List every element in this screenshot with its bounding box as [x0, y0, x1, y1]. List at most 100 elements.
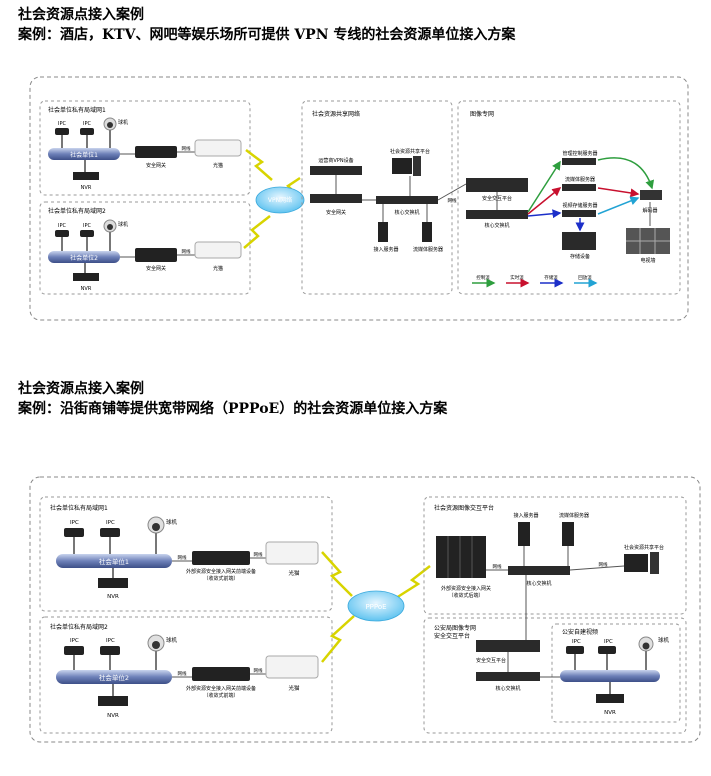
police-network-box: 公安局图像专网 安全交互平台 安全交互平台 核心交换机 公安自建视频 IPC I…	[423, 575, 687, 734]
link-label: 网线	[178, 670, 187, 677]
police-pipe	[560, 670, 660, 682]
share-platform-label: 社会资源共享平台	[624, 544, 664, 551]
police-platform-label: 安全交互平台	[476, 657, 506, 664]
share-title: 社会资源共享网络	[312, 110, 360, 118]
access-server-label: 接入服务器	[513, 512, 538, 519]
decoder-icon	[640, 190, 662, 200]
tv-wall-icon	[626, 228, 670, 254]
section2-title: 社会资源点接入案例	[18, 381, 144, 397]
modem-label: 光猫	[288, 569, 300, 577]
pppoe-label: PPPoE	[365, 603, 386, 611]
ipc-camera-icon	[64, 528, 84, 554]
share-core-switch-icon	[376, 196, 438, 204]
storage-server-icon	[562, 210, 596, 217]
ipc-camera-icon	[80, 230, 94, 251]
dome-camera-icon	[147, 634, 165, 670]
nvr-label: NVR	[107, 594, 119, 600]
diagram-vpn: 社会单位私有局域网1 社会单位1 IPC IPC 球机 NVR 安全网关 网线 …	[29, 76, 689, 321]
lan1-unit-pipe	[48, 148, 120, 160]
lan1-unit-label: 社会单位1	[99, 557, 129, 566]
police-core-switch-label: 核心交换机	[495, 685, 520, 692]
modem-label: 光猫	[288, 684, 300, 692]
lan2-unit-pipe	[48, 251, 120, 263]
lan1-unit-pipe	[56, 554, 172, 568]
ipc-label: IPC	[572, 639, 581, 645]
lan2-box-2: 社会单位私有局域网2 社会单位2 IPC IPC 球机 NVR 网线 外部资源安…	[39, 616, 333, 734]
ipc-label: IPC	[106, 520, 115, 526]
gateway-label: 外部资源安全接入网关前端设备	[186, 685, 256, 692]
lan2-unit-label: 社会单位2	[99, 673, 129, 682]
nvr-icon	[98, 578, 128, 588]
dome-label: 球机	[166, 636, 178, 644]
section2-subtitle: 案例：沿街商铺等提供宽带网络（PPPoE）的社会资源单位接入方案	[18, 401, 448, 417]
optical-modem-icon	[194, 139, 242, 157]
stream-server-icon	[562, 184, 596, 191]
link-label: 网线	[599, 561, 608, 568]
police-title: 公安局图像专网	[434, 624, 476, 632]
image-network-box: 图像专网 安全交互平台 核心交换机 管理控制服务器 流媒体服务器 视频存储服务器…	[457, 100, 681, 295]
nvr-label: NVR	[81, 185, 92, 191]
lan2-title: 社会单位私有局域网2	[48, 207, 106, 215]
link-label: 网线	[493, 563, 502, 570]
stream-server-label: 流媒体服务器	[413, 246, 443, 253]
storage-server-label: 视频存储服务器	[562, 202, 597, 209]
flow-legend: 控制流 实时流 存储流 回放流	[472, 274, 598, 288]
image-core-switch-icon	[466, 210, 528, 219]
police-core-switch-icon	[476, 672, 540, 681]
ipc-camera-icon	[100, 528, 120, 554]
ipc-camera-icon	[64, 646, 84, 670]
nvr-icon	[73, 273, 99, 281]
mgmt-server-label: 管理控制服务器	[562, 150, 597, 157]
police-platform-icon	[476, 640, 540, 652]
share-core-switch-label: 核心交换机	[394, 209, 419, 216]
storage-device-icon	[562, 232, 596, 250]
image-core-switch-label: 核心交换机	[484, 222, 509, 229]
nvr-label: NVR	[107, 713, 119, 719]
dome-label: 球机	[118, 221, 128, 228]
ipc-label: IPC	[106, 638, 115, 644]
vpn-device-label: 运营商VPN设备	[318, 157, 353, 164]
dome-label: 球机	[166, 518, 178, 526]
optical-modem-icon	[194, 241, 242, 259]
share-platform-box: 社会资源图像交互平台 外部资源安全接入网关 （收敛式后端） 核心交换机 网线 接…	[423, 496, 687, 615]
vpn-cloud: VPN网络	[243, 149, 305, 249]
dome-label: 球机	[118, 119, 128, 126]
diagram-pppoe: 社会单位私有局域网1 社会单位1 IPC IPC 球机 NVR 网线 外部资源安…	[29, 476, 701, 743]
stream-server-icon	[422, 222, 432, 242]
nvr-icon	[596, 694, 624, 703]
ipc-label: IPC	[604, 639, 613, 645]
image-stream-server-label: 流媒体服务器	[565, 176, 595, 183]
security-gateway-icon	[135, 248, 177, 262]
gateway-label: 安全网关	[146, 162, 166, 169]
modem-label: 光猫	[213, 265, 223, 272]
dome-camera-icon	[147, 516, 165, 554]
ipc-camera-icon	[598, 646, 616, 670]
legend-label: 存储流	[544, 274, 558, 281]
modem-label: 光猫	[213, 162, 223, 169]
share-gateway-sub-label: （收敛式后端）	[448, 592, 483, 599]
vpn-label: VPN网络	[268, 196, 292, 204]
ipc-label: IPC	[70, 638, 79, 644]
lan2-unit-label: 社会单位2	[70, 254, 98, 262]
section1-subtitle: 案例：酒店，KTV、网吧等娱乐场所可提供 VPN 专线的社会资源单位接入方案	[18, 27, 516, 43]
optical-modem-icon	[265, 655, 319, 679]
stream-server-label: 流媒体服务器	[559, 512, 589, 519]
lan2-title: 社会单位私有局域网2	[50, 623, 108, 631]
police-own-title: 公安自建视频	[562, 628, 598, 636]
gateway-frontend-icon	[192, 551, 250, 565]
image-title: 图像专网	[470, 110, 494, 118]
storage-label: 存储设备	[570, 253, 590, 260]
nvr-icon	[73, 172, 99, 180]
share-title: 社会资源图像交互平台	[434, 504, 494, 512]
lan1-box-2: 社会单位私有局域网1 社会单位1 IPC IPC 球机 NVR 网线 外部资源安…	[39, 496, 333, 612]
dome-label: 球机	[658, 636, 670, 644]
gateway-label: 外部资源安全接入网关前端设备	[186, 568, 256, 575]
link-label: 网线	[182, 248, 191, 255]
lan1-unit-label: 社会单位1	[70, 151, 98, 159]
lan2-box: 社会单位私有局域网2 社会单位2 IPC IPC 球机 NVR 安全网关 网线 …	[39, 201, 251, 295]
share-platform-label: 社会资源共享平台	[390, 148, 430, 155]
share-core-switch-icon	[508, 566, 570, 575]
access-server-label: 接入服务器	[373, 246, 398, 253]
link-label: 网线	[182, 145, 191, 152]
